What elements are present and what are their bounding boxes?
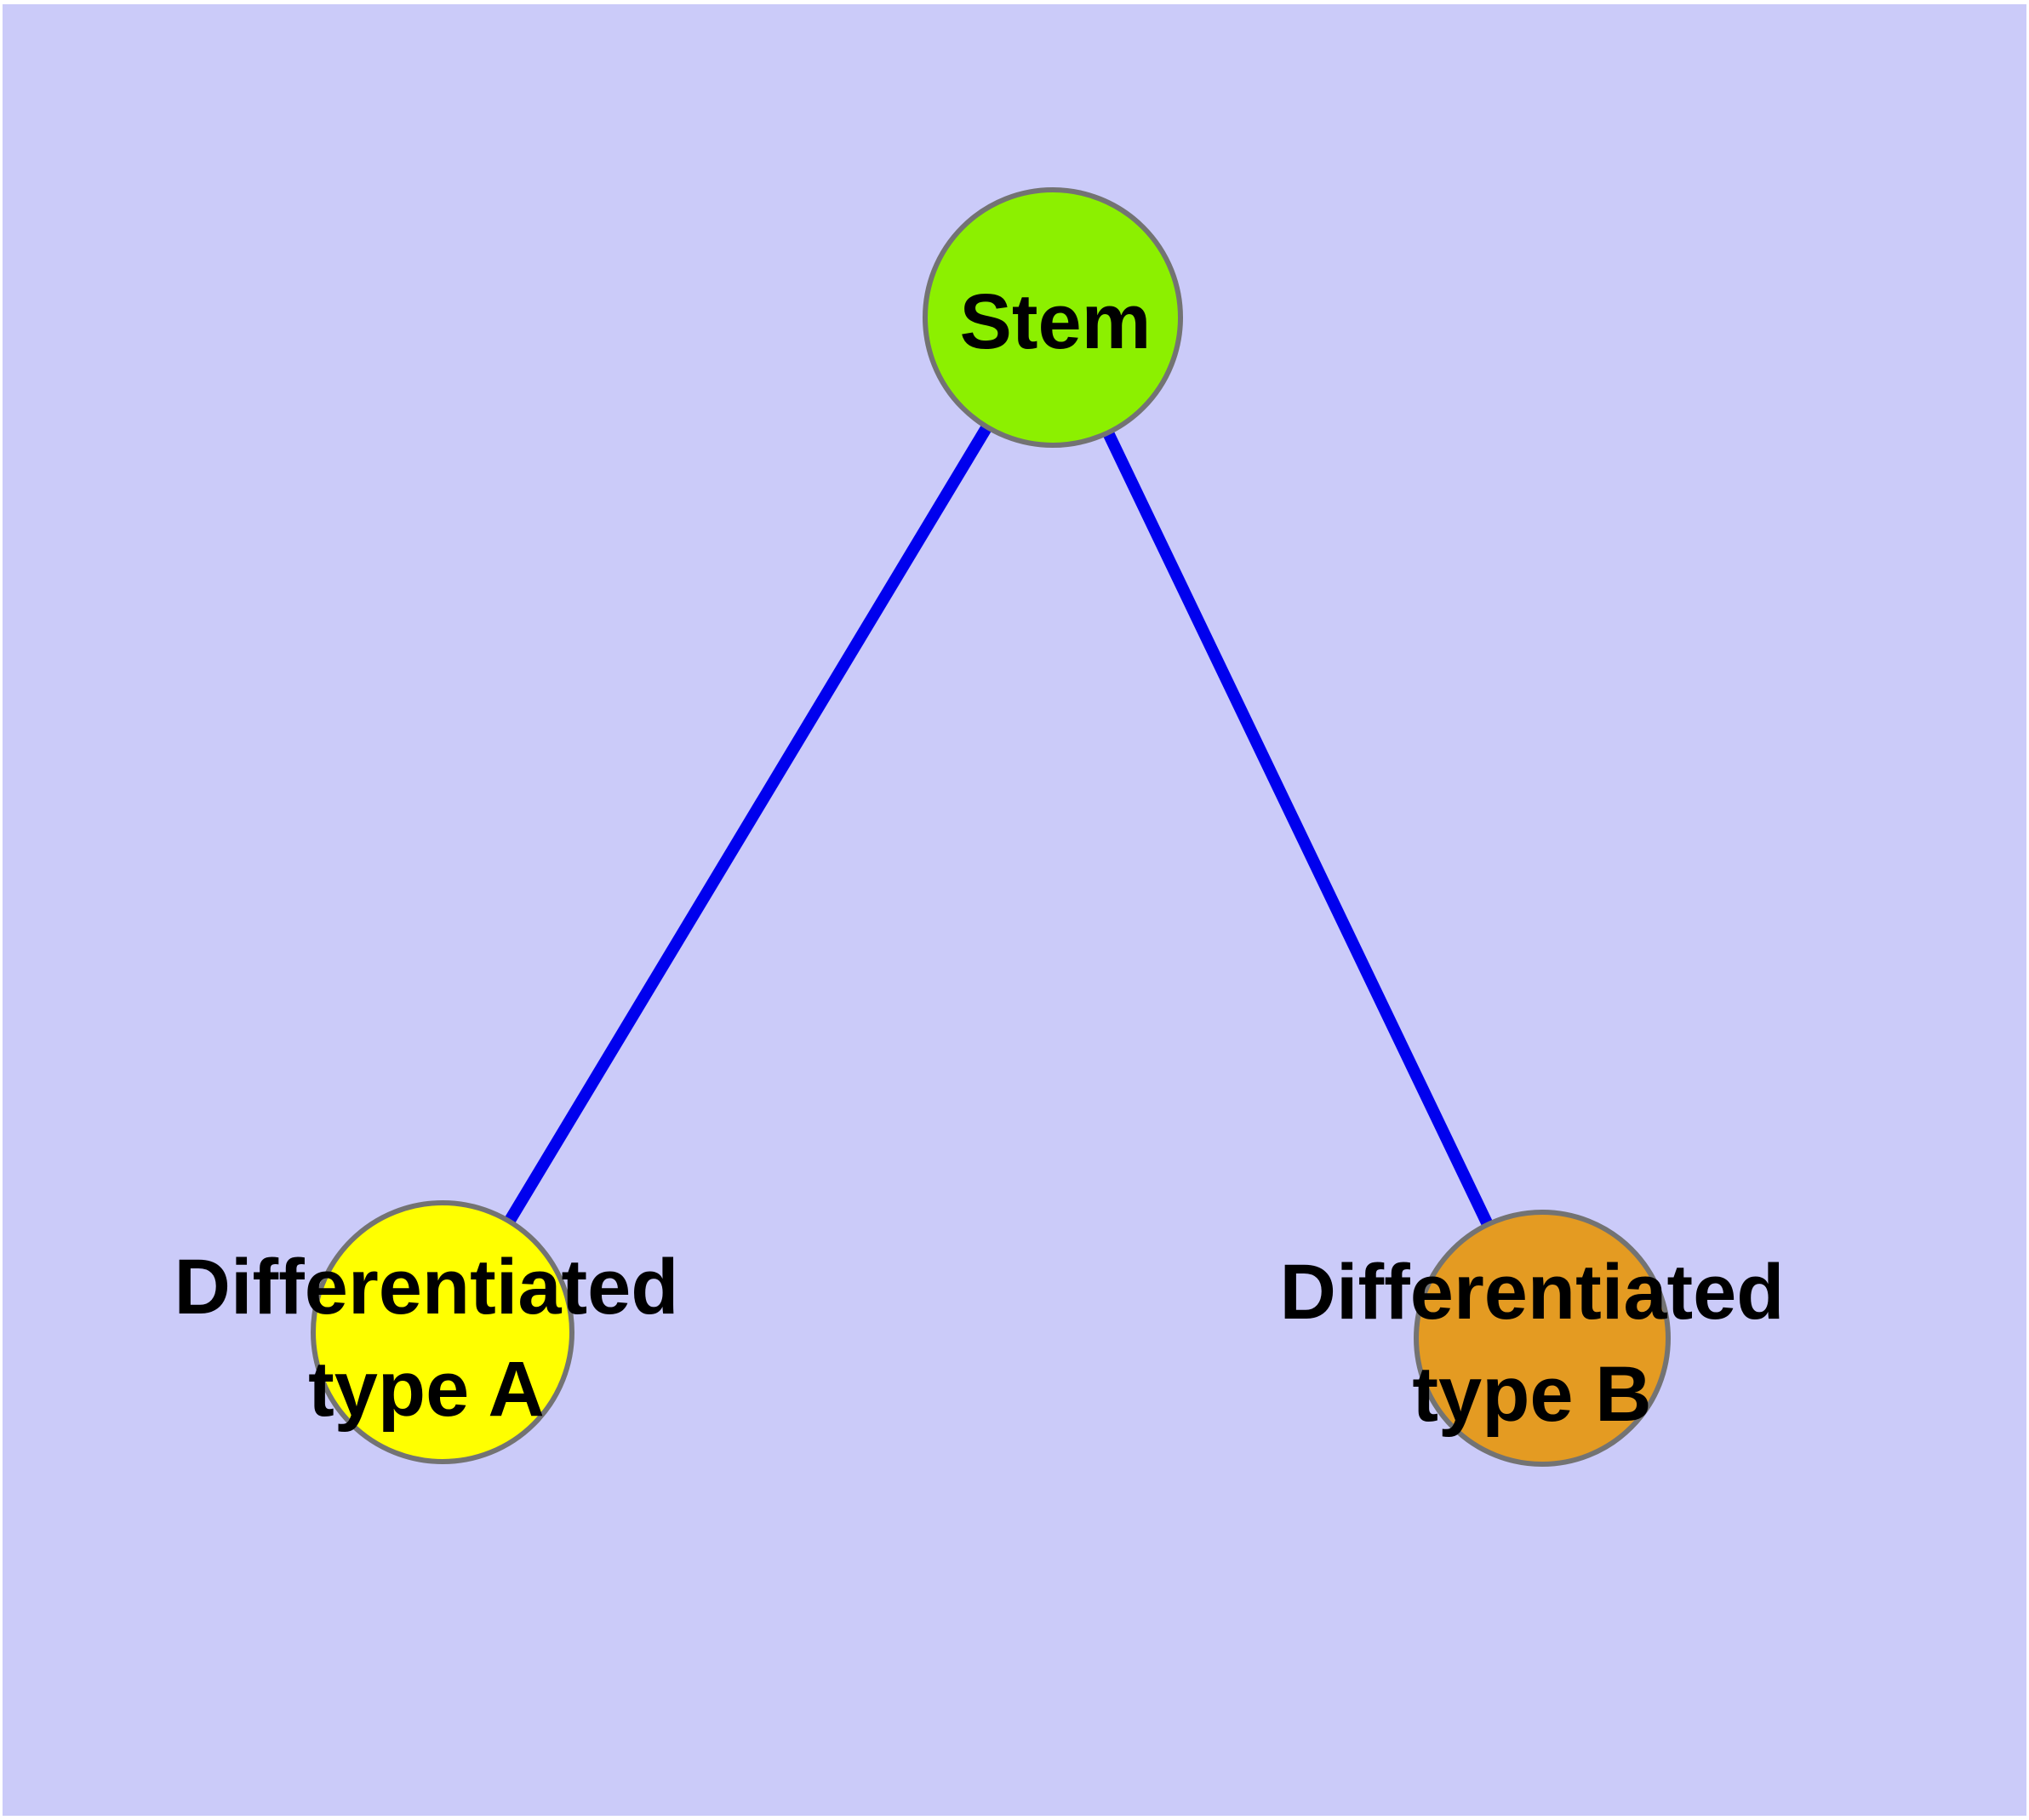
node-type-b-label: Differentiated type B <box>1280 1241 1785 1445</box>
node-differentiated-type-b <box>1414 1210 1671 1467</box>
node-type-a-label-line1: Differentiated <box>174 1244 679 1331</box>
node-type-a-label: Differentiated type A <box>174 1236 679 1440</box>
node-type-b-label-line2: type B <box>1412 1351 1652 1438</box>
edge-stem-to-type-a <box>437 314 1058 1336</box>
node-stem <box>923 187 1183 448</box>
edge-stem-to-type-b <box>1047 314 1548 1342</box>
node-type-b-label-line1: Differentiated <box>1279 1249 1785 1336</box>
node-differentiated-type-a <box>311 1200 574 1464</box>
node-type-a-label-line2: type A <box>308 1346 545 1433</box>
node-stem-label: Stem <box>960 271 1152 373</box>
node-stem-label-text: Stem <box>959 278 1152 365</box>
